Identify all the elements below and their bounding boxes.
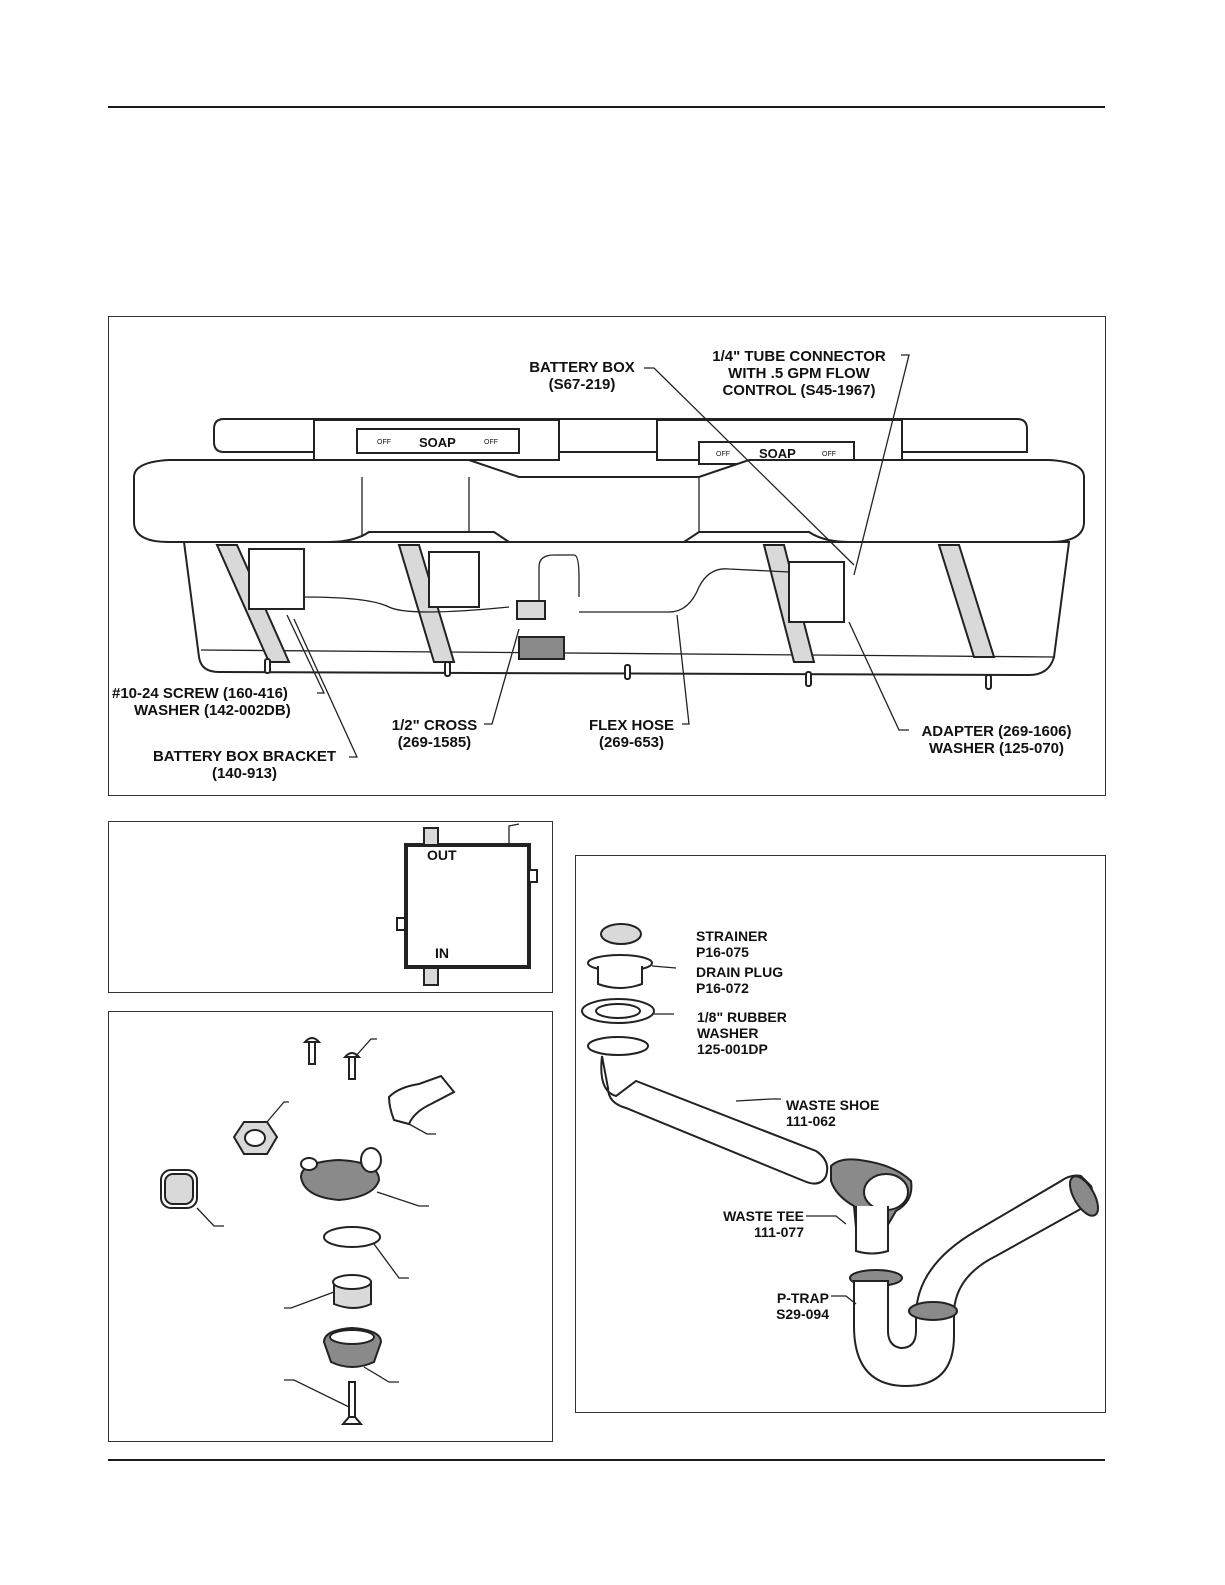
off-label-3: OFF: [716, 451, 730, 458]
callout-tube-connector: 1/4" TUBE CONNECTOR WITH .5 GPM FLOW CON…: [712, 348, 886, 399]
header-rule: [108, 106, 1105, 108]
callout-battery-box-bracket: BATTERY BOX BRACKET (140-913): [152, 748, 337, 782]
callout-screw-washer: #10-24 SCREW (160-416) WASHER (142-002DB…: [112, 685, 291, 719]
exploded-parts-panel: [108, 1011, 553, 1442]
valve-out-label: OUT: [427, 847, 457, 863]
wash-fountain-drawing: SOAP SOAP OFF OFF OFF OFF: [133, 354, 1085, 758]
callout-drain-plug: DRAIN PLUG P16-072: [696, 964, 784, 996]
valve-box-panel: OUT IN: [108, 821, 553, 993]
footer-rule: [108, 1459, 1105, 1461]
callout-adapter-washer: ADAPTER (269-1606) WASHER (125-070): [921, 723, 1072, 757]
callout-flex-hose: FLEX HOSE (269-653): [588, 717, 674, 751]
callout-cross: 1/2" CROSS (269-1585): [391, 717, 478, 751]
drain-assembly-panel: STRAINER P16-075 DRAIN PLUG P16-072 1/8"…: [575, 855, 1106, 1413]
off-label-4: OFF: [822, 451, 836, 458]
callout-waste-shoe: WASTE SHOE 111-062: [786, 1097, 880, 1129]
soap-label-right: SOAP: [759, 446, 796, 461]
exploded-parts-drawing: [160, 1037, 456, 1425]
callout-waste-tee: WASTE TEE 111-077: [723, 1208, 804, 1240]
main-diagram-panel: SOAP SOAP OFF OFF OFF OFF: [108, 316, 1106, 796]
callout-p-trap: P-TRAP S29-094: [776, 1290, 829, 1322]
callout-battery-box: BATTERY BOX (S67-219): [529, 359, 635, 393]
soap-label-left: SOAP: [419, 435, 456, 450]
solenoid-valve-box-drawing: [396, 823, 538, 986]
off-label-1: OFF: [377, 439, 391, 446]
callout-rubber-washer: 1/8" RUBBER WASHER 125-001DP: [697, 1009, 787, 1057]
callout-strainer: STRAINER P16-075: [696, 928, 768, 960]
drain-assembly-drawing: [581, 923, 1099, 1388]
off-label-2: OFF: [484, 439, 498, 446]
valve-in-label: IN: [435, 945, 449, 961]
